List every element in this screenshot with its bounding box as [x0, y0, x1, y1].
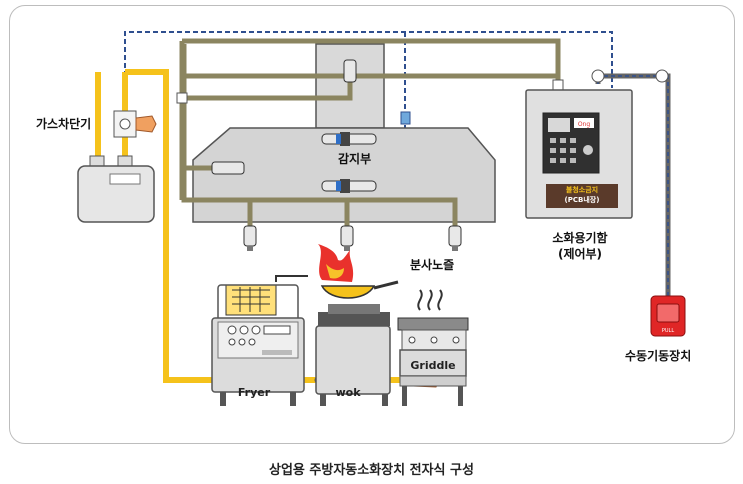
sensor-device — [211, 161, 245, 175]
wok-label: wok — [335, 386, 361, 399]
spray-nozzle — [448, 225, 462, 251]
agent-pipe-top — [182, 38, 561, 88]
cabinet-label: 소화용기함 — [552, 231, 608, 245]
gas-meter — [77, 155, 155, 223]
svg-text:Ong: Ong — [578, 121, 591, 128]
sensor-label: 감지부 — [338, 152, 372, 166]
signal-junction — [400, 111, 411, 125]
sensor-device — [321, 132, 377, 146]
gas-shutoff-valve — [113, 110, 157, 138]
extinguisher-cabinet: Ong — [525, 89, 633, 219]
cabinet-manual-line — [591, 69, 671, 298]
diagram-caption: 상업용 주방자동소화장치 전자식 구성 — [269, 463, 474, 478]
fryer-appliance — [211, 275, 308, 406]
spray-nozzle — [340, 225, 354, 251]
griddle-label: Griddle — [410, 359, 456, 372]
cabinet-sublabel: (제어부) — [557, 247, 603, 261]
pipe-junction-box — [176, 92, 188, 104]
sensor-device — [321, 179, 377, 193]
manual-device-label: 수동기동장치 — [625, 349, 692, 363]
wok-appliance — [315, 244, 399, 406]
cabinet-panel-warning: 불청소금지 — [565, 186, 599, 194]
sensor-device — [343, 59, 357, 83]
manual-activation-device: PULL — [650, 295, 686, 337]
gas-shutoff-label: 가스차단기 — [36, 117, 92, 131]
svg-text:PULL: PULL — [662, 328, 674, 334]
griddle-appliance — [397, 289, 469, 406]
pipe-junction-box — [552, 79, 564, 91]
cabinet-panel-pcb: (PCB내장) — [564, 196, 600, 204]
fryer-label: Fryer — [237, 386, 271, 399]
spray-nozzle — [243, 225, 257, 251]
nozzle-label: 분사노즐 — [410, 258, 455, 272]
